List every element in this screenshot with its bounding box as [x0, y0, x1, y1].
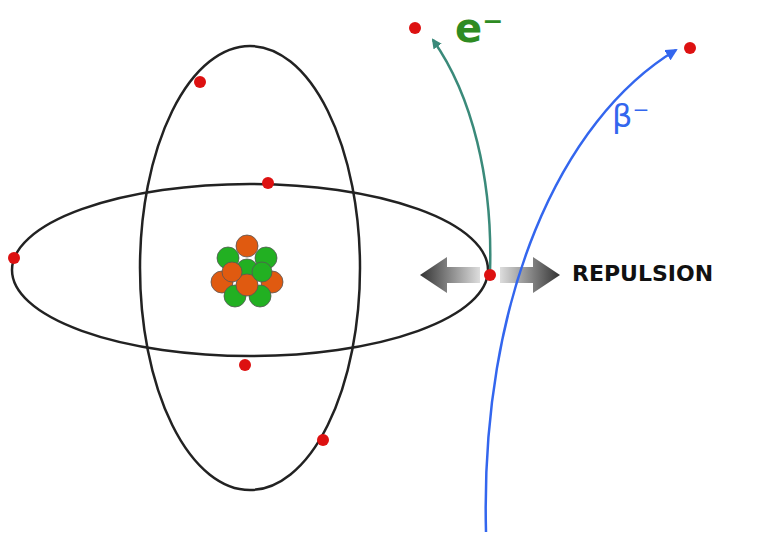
repulsion-arrow [500, 257, 560, 293]
repulsion-label: REPULSION [572, 263, 713, 285]
nucleus [211, 235, 283, 307]
repulsion-arrow [420, 257, 480, 293]
beta-particle-path [486, 50, 676, 532]
electron-symbol: e⁻ [455, 8, 503, 48]
ejected-electron-path [433, 40, 490, 272]
beta-symbol: β⁻ [612, 100, 649, 132]
orbit [12, 184, 488, 356]
electrons [8, 22, 696, 446]
electron [484, 269, 496, 281]
orbits [12, 46, 488, 490]
orbit [140, 46, 360, 490]
